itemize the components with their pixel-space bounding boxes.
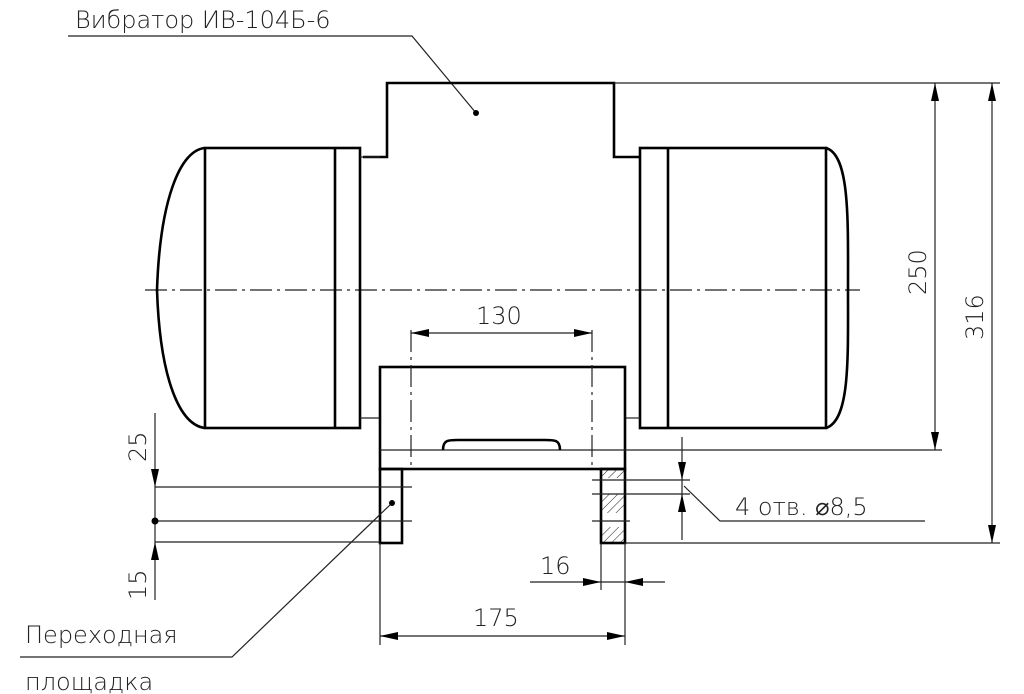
adapter-plate-callout: Переходная площадка (20, 500, 395, 694)
svg-text:15: 15 (124, 569, 152, 600)
dimension-16: 16 (530, 543, 665, 645)
holes-label: 4 отв. ⌀8,5 (735, 493, 868, 521)
adapter-plate-right (599, 467, 627, 545)
dimension-250: 250 (904, 83, 939, 450)
left-motor (155, 146, 380, 430)
svg-text:16: 16 (540, 552, 571, 580)
adapter-plate-left (378, 467, 404, 545)
dimension-316: 316 (961, 83, 996, 543)
dimension-130: 130 (411, 302, 592, 337)
base-block (378, 330, 627, 471)
leader-dot (473, 110, 479, 116)
svg-text:Переходная: Переходная (25, 621, 178, 649)
svg-text:250: 250 (904, 249, 932, 295)
top-housing (363, 81, 640, 159)
title-label: Вибратор ИВ-104Б-6 (75, 6, 331, 34)
svg-text:25: 25 (124, 431, 152, 462)
dimension-25-15: 25 15 (124, 413, 412, 600)
dimension-175: 175 (379, 543, 625, 645)
title-leader (68, 35, 477, 114)
svg-text:130: 130 (476, 302, 522, 330)
right-motor (625, 146, 850, 430)
svg-text:316: 316 (961, 294, 989, 340)
svg-text:175: 175 (473, 604, 519, 632)
dimension-holes: 4 отв. ⌀8,5 (592, 437, 925, 540)
svg-text:площадка: площадка (25, 668, 153, 694)
